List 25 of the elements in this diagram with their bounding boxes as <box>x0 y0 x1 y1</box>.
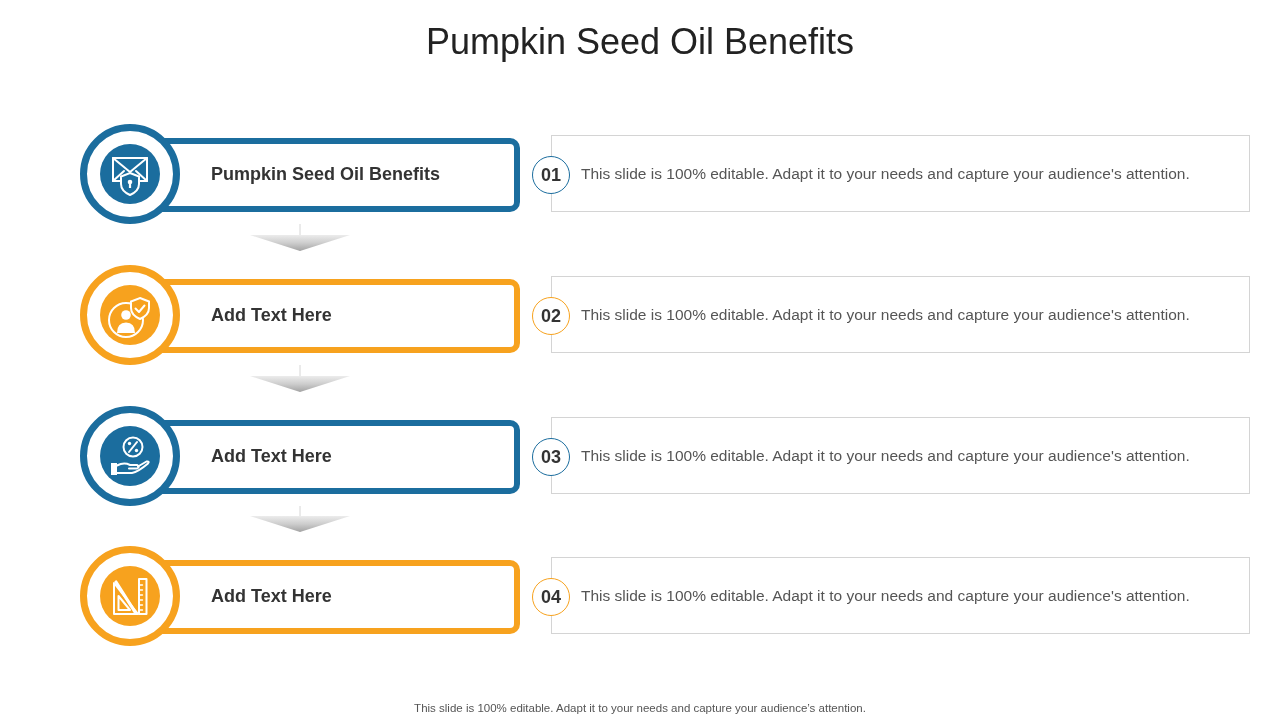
step-number: 02 <box>541 306 561 326</box>
step-number: 01 <box>541 165 561 185</box>
footer-note: This slide is 100% editable. Adapt it to your needs and capture your audience’s attention. <box>414 701 866 716</box>
description-text: This slide is 100% editable. Adapt it to your needs and capture your audience's attention. <box>581 163 1190 184</box>
description-text: This slide is 100% editable. Adapt it to your needs and capture your audience's attention. <box>581 304 1190 325</box>
step-title: Add Text Here <box>211 304 332 326</box>
step-banner <box>80 546 520 646</box>
step-banner <box>80 406 520 506</box>
slide-title: Pumpkin Seed Oil Benefits <box>425 20 855 64</box>
number-circle <box>532 438 570 476</box>
description-text: This slide is 100% editable. Adapt it to your needs and capture your audience's attention. <box>581 585 1190 606</box>
number-circle <box>532 297 570 335</box>
chevron-arrow <box>250 505 350 533</box>
step-number: 03 <box>541 447 561 467</box>
step-banner <box>80 124 520 224</box>
step-number: 04 <box>541 587 561 607</box>
step-title: Pumpkin Seed Oil Benefits <box>211 163 441 185</box>
step-title: Add Text Here <box>211 445 332 467</box>
chevron-arrow <box>250 223 350 252</box>
number-circle <box>532 578 570 616</box>
step-title: Add Text Here <box>211 585 332 607</box>
step-banner <box>80 265 520 365</box>
description-text: This slide is 100% editable. Adapt it to your needs and capture your audience's attention. <box>581 445 1190 466</box>
number-circle <box>532 156 570 194</box>
chevron-arrow <box>250 364 350 393</box>
